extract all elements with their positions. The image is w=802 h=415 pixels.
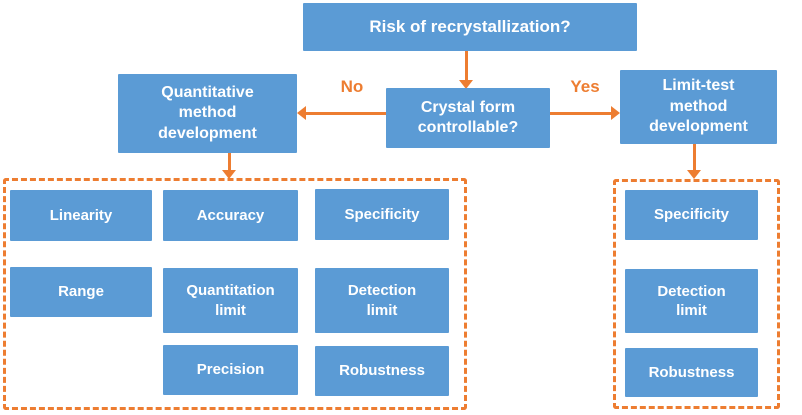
item-robustness-quantitative: Robustness <box>315 346 449 396</box>
connector-quantitative-to-group <box>228 153 231 171</box>
item-robustness-label: Robustness <box>339 362 425 380</box>
edge-label-yes: Yes <box>570 77 600 96</box>
node-risk-of-recrystallization: Risk of recrystallization? <box>303 3 637 51</box>
item-range: Range <box>10 267 152 317</box>
item-specificity-label: Specificity <box>653 206 730 224</box>
item-robustness-label: Robustness <box>648 363 735 381</box>
item-robustness-limit-test: Robustness <box>625 348 758 397</box>
item-linearity: Linearity <box>10 190 152 241</box>
item-quantitation-limit-label: Quantitation limit <box>186 282 275 319</box>
node-limit-test-method-development: Limit-test method development <box>620 70 777 144</box>
connector-decision-to-limit-test <box>550 112 611 115</box>
edge-label-no: No <box>340 77 364 96</box>
limit-test-items-group <box>613 179 780 409</box>
item-linearity-label: Linearity <box>49 206 113 224</box>
arrow-left-icon <box>297 106 306 120</box>
item-specificity-limit-test: Specificity <box>625 190 758 240</box>
connector-decision-to-quantitative <box>306 112 386 115</box>
item-quantitation-limit: Quantitation limit <box>163 268 298 333</box>
item-detection-limit-quantitative: Detection limit <box>315 268 449 333</box>
item-specificity-quantitative: Specificity <box>315 189 449 240</box>
item-detection-limit-label: Detection limit <box>347 282 417 319</box>
quantitative-items-group <box>3 178 467 410</box>
item-specificity-label: Specificity <box>344 205 420 223</box>
item-accuracy: Accuracy <box>163 190 298 241</box>
item-range-label: Range <box>58 283 104 301</box>
node-quantitative-label: Quantitative method development <box>158 83 257 142</box>
arrow-down-icon <box>687 170 701 179</box>
node-quantitative-method-development: Quantitative method development <box>118 74 297 153</box>
node-risk-label: Risk of recrystallization? <box>369 17 571 37</box>
node-crystal-form-controllable: Crystal form controllable? <box>386 88 550 148</box>
connector-risk-to-decision <box>465 51 468 81</box>
arrow-right-icon <box>611 106 620 120</box>
item-detection-limit-limit-test: Detection limit <box>625 269 758 333</box>
node-limit-test-label: Limit-test method development <box>649 77 748 136</box>
item-precision-label: Precision <box>196 361 265 379</box>
item-accuracy-label: Accuracy <box>196 206 265 224</box>
arrow-down-icon <box>222 170 236 179</box>
item-precision: Precision <box>163 345 298 395</box>
connector-limit-test-to-group <box>693 144 696 171</box>
item-detection-limit-label: Detection limit <box>657 282 726 320</box>
arrow-down-icon <box>459 80 473 89</box>
node-decision-label: Crystal form controllable? <box>417 98 519 136</box>
